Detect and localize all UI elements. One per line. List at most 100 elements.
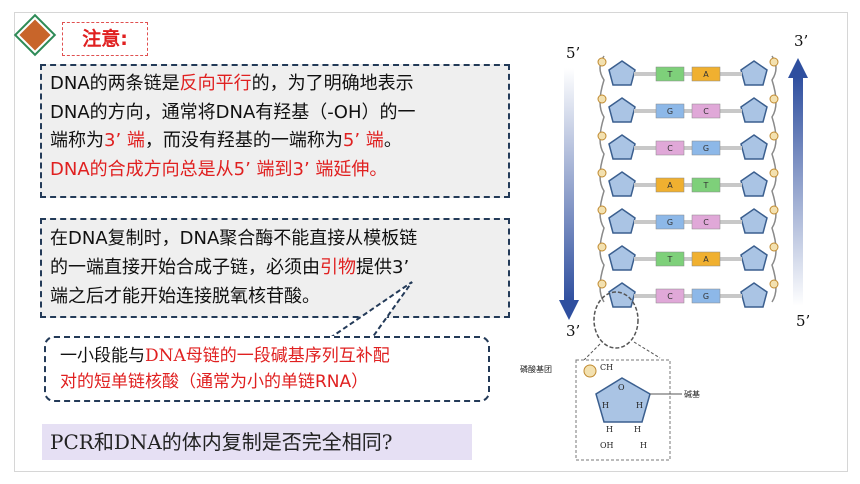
right-sugar-7 <box>740 282 768 308</box>
phosphate-icon <box>583 364 597 378</box>
left-backbone-line <box>599 55 605 303</box>
base-letter-1-left: T <box>667 70 673 79</box>
left-phosphate-7 <box>597 279 607 289</box>
box3-line2: 对的短单链核酸（通常为小的单链RNA） <box>60 372 369 392</box>
left-phosphate-6 <box>597 242 607 252</box>
rung-bar-4 <box>634 183 742 187</box>
right-backbone-line <box>771 55 777 303</box>
left-sugar-1 <box>608 60 636 86</box>
rung-bar-6 <box>634 257 742 261</box>
base-letter-6-right: A <box>703 255 709 264</box>
atom-oh: OH <box>600 441 614 450</box>
right-sugar-5 <box>740 208 768 234</box>
base-7-right <box>691 288 721 304</box>
base-letter-4-left: A <box>667 181 673 190</box>
right-phosphate-4 <box>769 168 779 178</box>
rung-bar-1 <box>634 72 742 76</box>
base-5-right <box>691 214 721 230</box>
right-sugar-4 <box>740 171 768 197</box>
replication-box: 在DNA复制时，DNA聚合酶不能直接从模板链 的一端直接开始合成子链，必须由引物… <box>40 218 510 318</box>
right-top-label: 3’ <box>794 32 808 50</box>
base-1-right <box>691 66 721 82</box>
up-arrow-icon <box>788 58 808 306</box>
right-phosphate-6 <box>769 242 779 252</box>
left-sugar-7 <box>608 282 636 308</box>
box3-line1: 一小段能与DNA母链的一段碱基序列互补配 <box>60 346 390 366</box>
box1-line3: 端称为3’ 端，而没有羟基的一端称为5’ 端。 <box>50 130 402 151</box>
atom-h3: H <box>606 425 613 434</box>
left-top-label: 5’ <box>566 44 580 62</box>
base-5-left <box>655 214 685 230</box>
base-letter-7-right: G <box>703 292 709 301</box>
base-letter-2-left: G <box>667 107 673 116</box>
base-6-right <box>691 251 721 267</box>
atom-ch: CH <box>600 363 613 372</box>
right-phosphate-5 <box>769 205 779 215</box>
base-letter-3-left: C <box>667 144 673 153</box>
base-3-left <box>655 140 685 156</box>
left-phosphate-3 <box>597 131 607 141</box>
rung-bar-3 <box>634 146 742 150</box>
right-sugar-1 <box>740 60 768 86</box>
box1-line1: DNA的两条链是反向平行的，为了明确地表示 <box>50 73 414 94</box>
note-title: 注意: <box>62 22 148 56</box>
rung-bar-2 <box>634 109 742 113</box>
left-phosphate-1 <box>597 57 607 67</box>
left-sugar-2 <box>608 97 636 123</box>
left-sugar-5 <box>608 208 636 234</box>
right-phosphate-7 <box>769 279 779 289</box>
right-bottom-label: 5’ <box>796 312 810 330</box>
right-phosphate-3 <box>769 131 779 141</box>
box1-line2: DNA的方向，通常将DNA有羟基（-OH）的一 <box>50 101 416 123</box>
rung-bar-7 <box>634 294 742 298</box>
question-banner: PCR和DNA的体内复制是否完全相同? <box>42 424 472 460</box>
base-7-left <box>655 288 685 304</box>
base-1-left <box>655 66 685 82</box>
phosphate-label: 磷酸基团 <box>520 364 552 374</box>
base-letter-4-right: T <box>703 181 709 190</box>
atom-o: O <box>618 383 625 392</box>
base-letter-1-right: A <box>703 70 709 79</box>
base-4-left <box>655 177 685 193</box>
base-3-right <box>691 140 721 156</box>
explanation-box: DNA的两条链是反向平行的，为了明确地表示 DNA的方向，通常将DNA有羟基（-… <box>40 64 510 198</box>
down-arrow-icon <box>559 68 579 320</box>
primer-definition-box: 一小段能与DNA母链的一段碱基序列互补配 对的短单链核酸（通常为小的单链RNA） <box>44 336 490 402</box>
box2-line3: 端之后才能开始连接脱氧核苷酸。 <box>50 286 320 307</box>
base-letter-6-left: T <box>667 255 673 264</box>
base-2-left <box>655 103 685 119</box>
atom-h4: H <box>634 425 641 434</box>
left-bottom-label: 3’ <box>566 322 580 340</box>
left-phosphate-5 <box>597 205 607 215</box>
base-letter-5-right: C <box>703 218 709 227</box>
right-sugar-6 <box>740 245 768 271</box>
left-sugar-4 <box>608 171 636 197</box>
base-letter-2-right: C <box>703 107 709 116</box>
box1-line4: DNA的合成方向总是从5’ 端到3’ 端延伸。 <box>50 158 388 180</box>
base-letter-3-right: G <box>703 144 709 153</box>
left-phosphate-4 <box>597 168 607 178</box>
base-4-right <box>691 177 721 193</box>
base-letter-7-left: C <box>667 292 673 301</box>
atom-h5: H <box>640 441 647 450</box>
box2-line2: 的一端直接开始合成子链，必须由引物提供3’ <box>50 257 410 278</box>
left-phosphate-2 <box>597 94 607 104</box>
left-sugar-3 <box>608 134 636 160</box>
atom-h2: H <box>636 401 643 410</box>
right-sugar-3 <box>740 134 768 160</box>
box2-line1: 在DNA复制时，DNA聚合酶不能直接从模板链 <box>50 228 418 249</box>
atom-h1: H <box>602 401 609 410</box>
right-phosphate-1 <box>769 57 779 67</box>
right-sugar-2 <box>740 97 768 123</box>
base-2-right <box>691 103 721 119</box>
zoom-circle <box>593 291 639 349</box>
